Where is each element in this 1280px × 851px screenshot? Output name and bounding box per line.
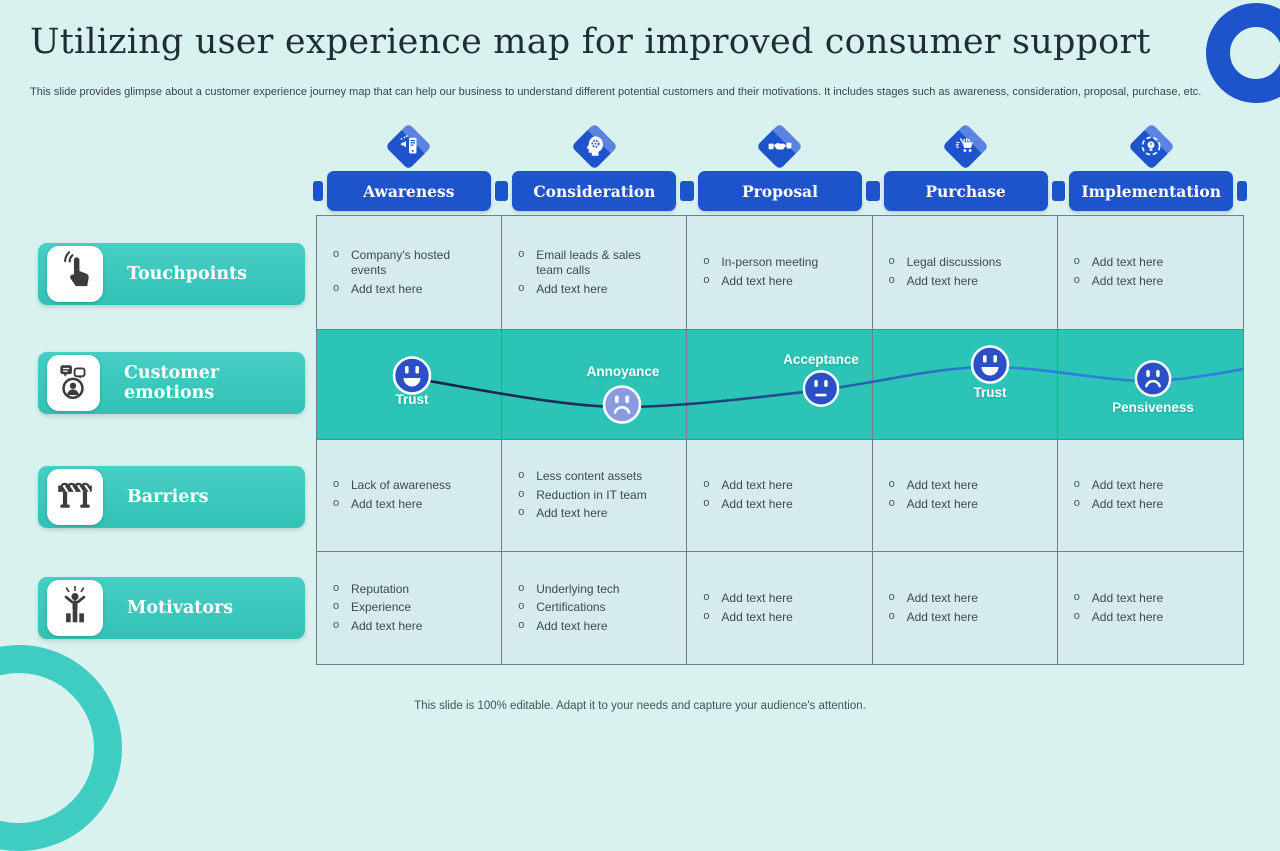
mobile-campaign-icon — [397, 134, 421, 158]
stage-implementation: Implementation — [1058, 122, 1244, 211]
emotions-cell-implementation — [1057, 330, 1243, 440]
growth-celebration-icon — [54, 585, 96, 632]
touch-tap-icon — [54, 250, 96, 298]
barriers-cell-awareness: Lack of awarenessAdd text here — [317, 440, 503, 552]
journey-map-table: Company's hosted eventsAdd text here Ema… — [316, 215, 1244, 665]
motivators-cell-consideration: Underlying techCertificationsAdd text he… — [502, 552, 688, 664]
page-title: Utilizing user experience map for improv… — [30, 22, 1151, 62]
category-label: Motivators — [127, 598, 234, 618]
touchpoints-cell-awareness: Company's hosted eventsAdd text here — [317, 216, 503, 330]
touchpoints-cell-consideration: Email leads & sales team callsAdd text h… — [502, 216, 688, 330]
stage-button-proposal: Proposal — [697, 171, 862, 211]
emotions-cell-consideration — [502, 330, 688, 440]
stage-awareness: Awareness — [316, 122, 502, 211]
touchpoints-cell-implementation: Add text hereAdd text here — [1057, 216, 1243, 330]
stage-button-consideration: Consideration — [512, 171, 677, 211]
stage-button-implementation: Implementation — [1069, 171, 1234, 211]
barriers-cell-purchase: Add text hereAdd text here — [872, 440, 1058, 552]
thinking-head-icon — [582, 134, 606, 158]
motivators-cell-proposal: Add text hereAdd text here — [687, 552, 873, 664]
barriers-cell-implementation: Add text hereAdd text here — [1057, 440, 1243, 552]
roadblock-icon — [54, 474, 96, 521]
idea-process-icon — [1139, 134, 1163, 158]
category-label: Customer emotions — [123, 363, 220, 403]
barriers-cell-proposal: Add text hereAdd text here — [687, 440, 873, 552]
stage-button-purchase: Purchase — [883, 171, 1048, 211]
emotions-cell-proposal — [687, 330, 873, 440]
touchpoints-cell-proposal: In-person meetingAdd text here — [687, 216, 873, 330]
touchpoints-cell-purchase: Legal discussionsAdd text here — [872, 216, 1058, 330]
shopping-cart-icon — [954, 134, 978, 158]
emotions-cell-awareness — [317, 330, 503, 440]
category-barriers: Barriers — [38, 466, 305, 528]
stage-header-strip: Awareness Consideration — [316, 122, 1244, 211]
stage-button-awareness: Awareness — [326, 171, 491, 211]
motivators-cell-implementation: Add text hereAdd text here — [1058, 552, 1243, 664]
footer-note: This slide is 100% editable. Adapt it to… — [414, 700, 866, 712]
slide-description: This slide provides glimpse about a cust… — [30, 86, 1202, 98]
stage-proposal: Proposal — [687, 122, 873, 211]
emotions-cell-purchase — [872, 330, 1058, 440]
barriers-cell-consideration: Less content assetsReduction in IT teamA… — [502, 440, 688, 552]
category-label: Touchpoints — [127, 264, 248, 284]
category-touchpoints: Touchpoints — [38, 243, 305, 305]
motivators-cell-awareness: ReputationExperienceAdd text here — [317, 552, 503, 664]
customer-feedback-icon — [52, 360, 94, 407]
stage-consideration: Consideration — [502, 122, 688, 211]
category-customer-emotions: Customer emotions — [38, 352, 305, 414]
handshake-icon — [767, 133, 793, 159]
motivators-cell-purchase: Add text hereAdd text here — [873, 552, 1058, 664]
category-label: Barriers — [127, 487, 209, 507]
decorative-ring-bottom-left — [0, 645, 122, 851]
stage-purchase: Purchase — [873, 122, 1059, 211]
category-motivators: Motivators — [38, 577, 305, 639]
